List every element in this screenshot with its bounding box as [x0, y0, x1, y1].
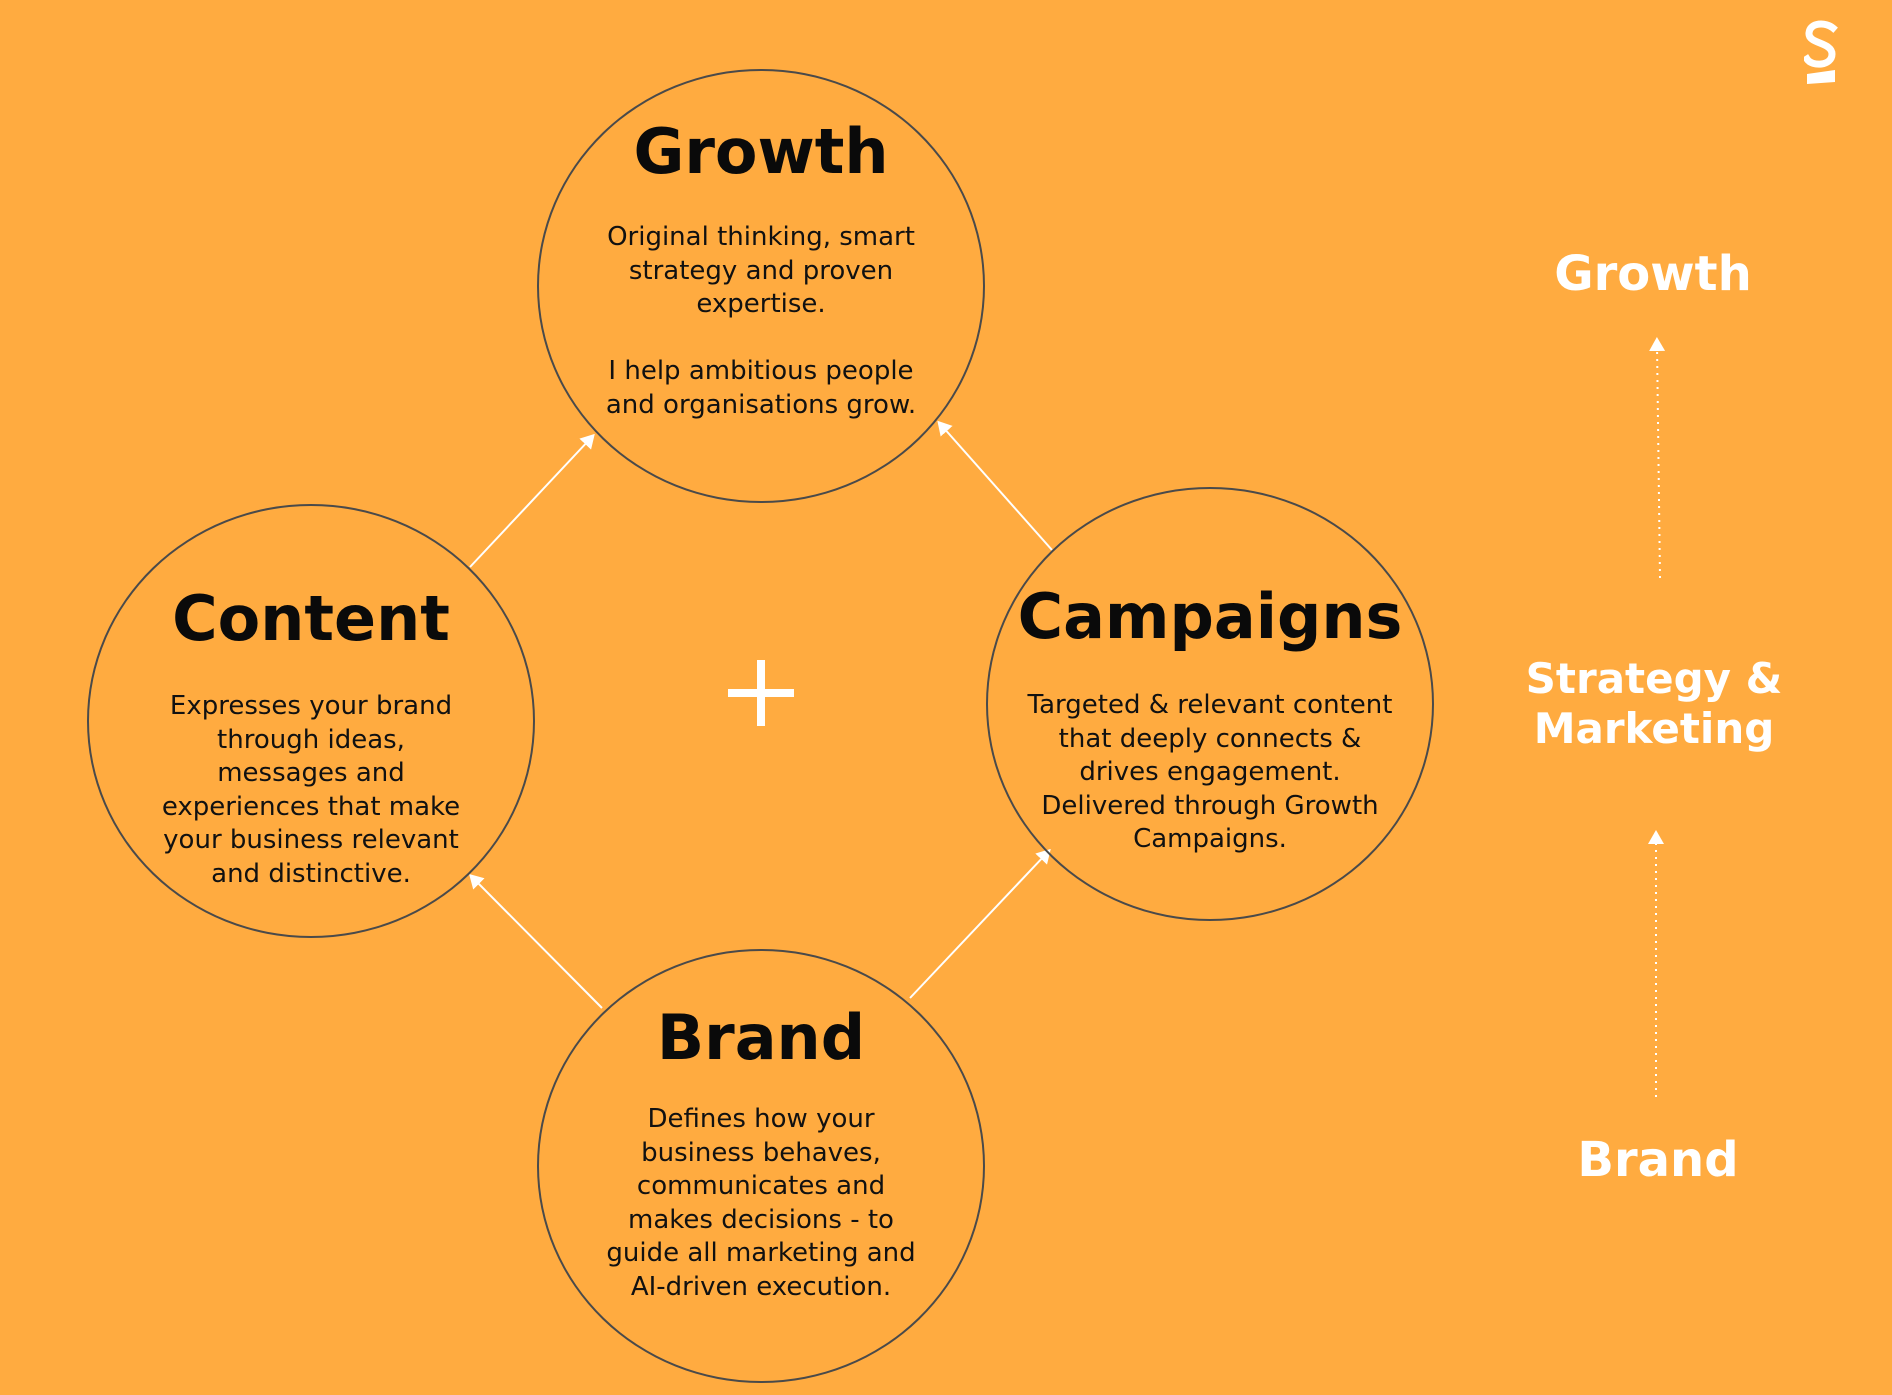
node-content-description: Expresses your brand through ideas, mess… — [161, 691, 461, 889]
node-brand-title: Brand — [656, 1001, 866, 1074]
node-growth-title: Growth — [633, 115, 889, 188]
side-label-growth: Growth — [1554, 246, 1752, 302]
node-campaigns-description: Targeted & relevant content that deeply … — [1027, 690, 1393, 854]
side-label-strategy-marketing: Strategy & Marketing — [1525, 654, 1783, 753]
node-campaigns: Campaigns Targeted & relevant content th… — [986, 487, 1434, 921]
node-growth-description: Original thinking, smart strategy and pr… — [605, 222, 917, 420]
edge-brand-content-arrow — [469, 874, 603, 1009]
node-growth: Growth Original thinking, smart strategy… — [537, 69, 985, 503]
edge-brand-campaigns-arrow — [909, 848, 1051, 999]
edge-content-growth-arrow — [469, 433, 595, 568]
node-brand-description: Defines how your business behaves, commu… — [606, 1104, 916, 1302]
side-label-brand: Brand — [1577, 1132, 1739, 1188]
node-content-title: Content — [172, 582, 450, 655]
plus-icon — [728, 660, 794, 726]
node-campaigns-title: Campaigns — [1017, 580, 1403, 653]
node-content: Content Expresses your brand through ide… — [87, 504, 535, 938]
logo-icon — [1804, 20, 1838, 84]
node-brand: Brand Defines how your business behaves,… — [537, 949, 985, 1383]
edge-campaigns-growth-arrow — [937, 420, 1053, 551]
side-arrow-upper — [1649, 337, 1666, 579]
